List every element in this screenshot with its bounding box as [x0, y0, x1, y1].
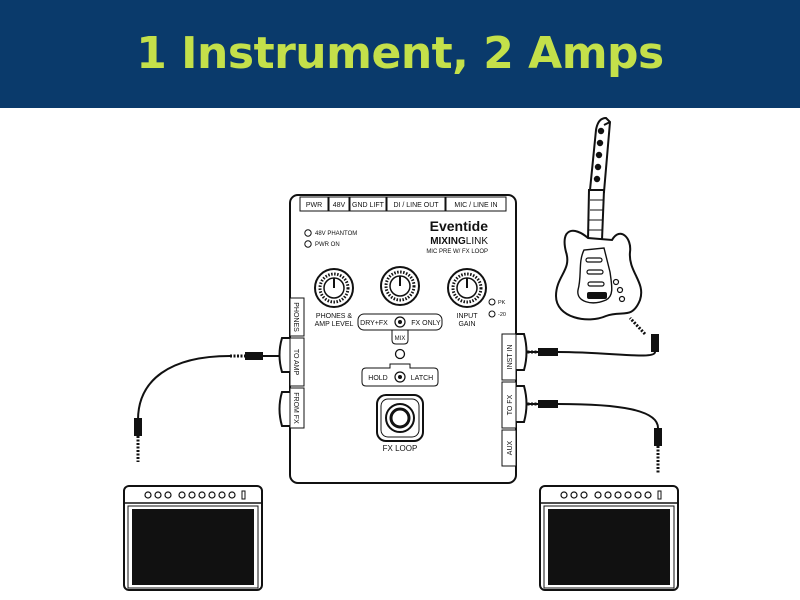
- jack-label-to-amp: TO AMP: [292, 349, 299, 376]
- jack-label-aux: AUX: [507, 440, 514, 455]
- led-48v-phantom-label: 48V PHANTOM: [315, 231, 357, 237]
- knob-right-label-line2: GAIN: [458, 321, 475, 328]
- top-label-pwr: PWR: [306, 202, 322, 209]
- model-subtitle: MIC PRE W/ FX LOOP: [426, 249, 488, 255]
- knob-phones-amp-level[interactable]: [314, 268, 354, 308]
- mixinglink-device: PWR 48V GND LIFT DI / LINE OUT MIC / LIN…: [278, 194, 528, 484]
- knob-left-label-line2: AMP LEVEL: [315, 321, 354, 328]
- mix-switch-panel: DRY+FX FX ONLY MIX: [357, 313, 443, 345]
- latch-label: LATCH: [411, 375, 433, 382]
- fx-loop-label: FX LOOP: [383, 444, 418, 453]
- hold-latch-panel: HOLD LATCH: [361, 363, 439, 387]
- jack-label-to-fx: TO FX: [507, 394, 514, 415]
- mix-right-label: FX ONLY: [411, 320, 441, 327]
- mix-left-label: DRY+FX: [360, 320, 388, 327]
- top-label-di-line-out: DI / LINE OUT: [393, 202, 439, 209]
- top-label-gnd-lift: GND LIFT: [352, 202, 385, 209]
- jack-label-phones: PHONES: [292, 302, 299, 332]
- top-label-strip: PWR 48V GND LIFT DI / LINE OUT MIC / LIN…: [299, 196, 507, 212]
- fx-loop-led: [394, 348, 406, 360]
- led-pwr-on: [304, 240, 312, 248]
- led-pk-label: PK: [498, 300, 506, 306]
- led-minus20: [488, 310, 496, 318]
- page-title: 1 Instrument, 2 Amps: [136, 28, 664, 79]
- brand-name: Eventide: [430, 218, 489, 234]
- led-48v-phantom: [304, 229, 312, 237]
- cable-to-right-amp: [517, 400, 662, 474]
- hold-label: HOLD: [368, 375, 387, 382]
- jack-label-inst-in: INST IN: [507, 345, 514, 370]
- knob-input-gain[interactable]: [447, 268, 487, 308]
- led-group: 48V PHANTOM PWR ON: [304, 229, 357, 248]
- connection-diagram: PWR 48V GND LIFT DI / LINE OUT MIC / LIN…: [123, 116, 679, 591]
- amp-left-icon: [123, 485, 263, 591]
- top-label-mic-line-in: MIC / LINE IN: [454, 202, 497, 209]
- footswitch-icon[interactable]: [376, 394, 424, 442]
- led-minus20-label: -20: [498, 312, 506, 318]
- jack-label-from-fx: FROM FX: [292, 392, 299, 424]
- header-banner: [0, 0, 800, 108]
- knob-right-label-line1: INPUT: [457, 313, 479, 320]
- guitar-icon: [554, 116, 643, 321]
- amp-right-icon: [539, 485, 679, 591]
- model-name: MIXINGLINK: [430, 236, 488, 247]
- knob-mix[interactable]: [380, 266, 420, 306]
- mix-label: MIX: [395, 336, 406, 342]
- eventide-logo: Eventide MIXINGLINK MIC PRE W/ FX LOOP: [426, 218, 488, 255]
- led-pwr-on-label: PWR ON: [315, 242, 340, 248]
- cable-from-guitar: [517, 316, 659, 357]
- knob-left-label-line1: PHONES &: [316, 313, 353, 320]
- led-pk: [488, 298, 496, 306]
- top-label-48v: 48V: [333, 202, 346, 209]
- right-jack-labels: INST IN TO FX AUX: [501, 333, 517, 467]
- left-jack-labels: PHONES TO AMP FROM FX: [289, 297, 305, 429]
- cable-to-left-amp: [134, 352, 282, 462]
